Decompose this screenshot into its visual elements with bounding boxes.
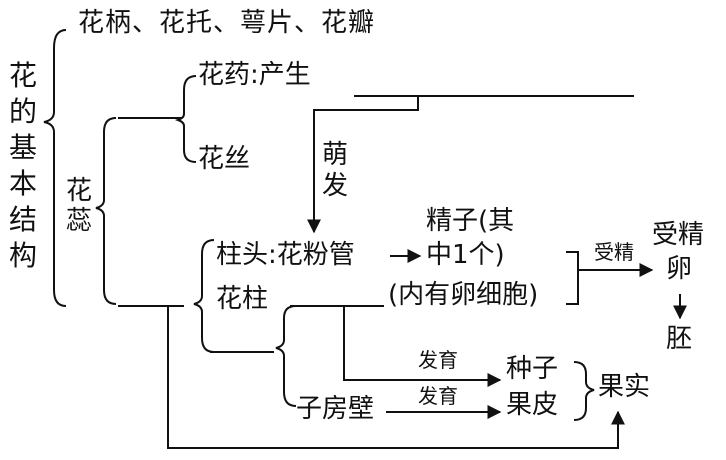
ovary-brace xyxy=(275,305,297,407)
develop-label-seed: 发育 xyxy=(418,348,458,372)
fruit-label: 果实 xyxy=(598,372,651,402)
zygote-label-line2: 卵 xyxy=(666,254,693,284)
ovule-label: (内有卵细胞) xyxy=(388,280,539,310)
sperm-label-line2: 中1个) xyxy=(426,240,505,270)
sperm-label-line1: 精子(其 xyxy=(426,206,515,236)
germinate-label: 萌发 xyxy=(321,140,348,201)
stigma-label: 柱头:花粉管 xyxy=(216,240,355,270)
perianth-label: 花柄、花托、萼片、花瓣 xyxy=(78,8,376,38)
stamen-label: 花蕊 xyxy=(66,176,93,236)
anther-label: 花药:产生 xyxy=(198,60,311,90)
seed-label: 种子 xyxy=(506,354,559,384)
fertilization-label: 受精 xyxy=(594,240,634,264)
root-label: 花的基本结构 xyxy=(8,59,37,272)
ovary-wall-label: 子房壁 xyxy=(296,394,375,424)
develop-label-pericarp: 发育 xyxy=(418,384,458,408)
stamen-brace xyxy=(95,117,117,305)
pericarp-label: 果皮 xyxy=(506,390,559,420)
root-brace xyxy=(43,29,67,307)
pistil-brace xyxy=(193,239,215,353)
style-label: 花柱 xyxy=(216,284,269,314)
zygote-label-line1: 受精 xyxy=(652,220,705,250)
anther-brace xyxy=(174,75,197,163)
filament-label: 花丝 xyxy=(198,144,251,174)
embryo-label: 胚 xyxy=(666,324,693,354)
